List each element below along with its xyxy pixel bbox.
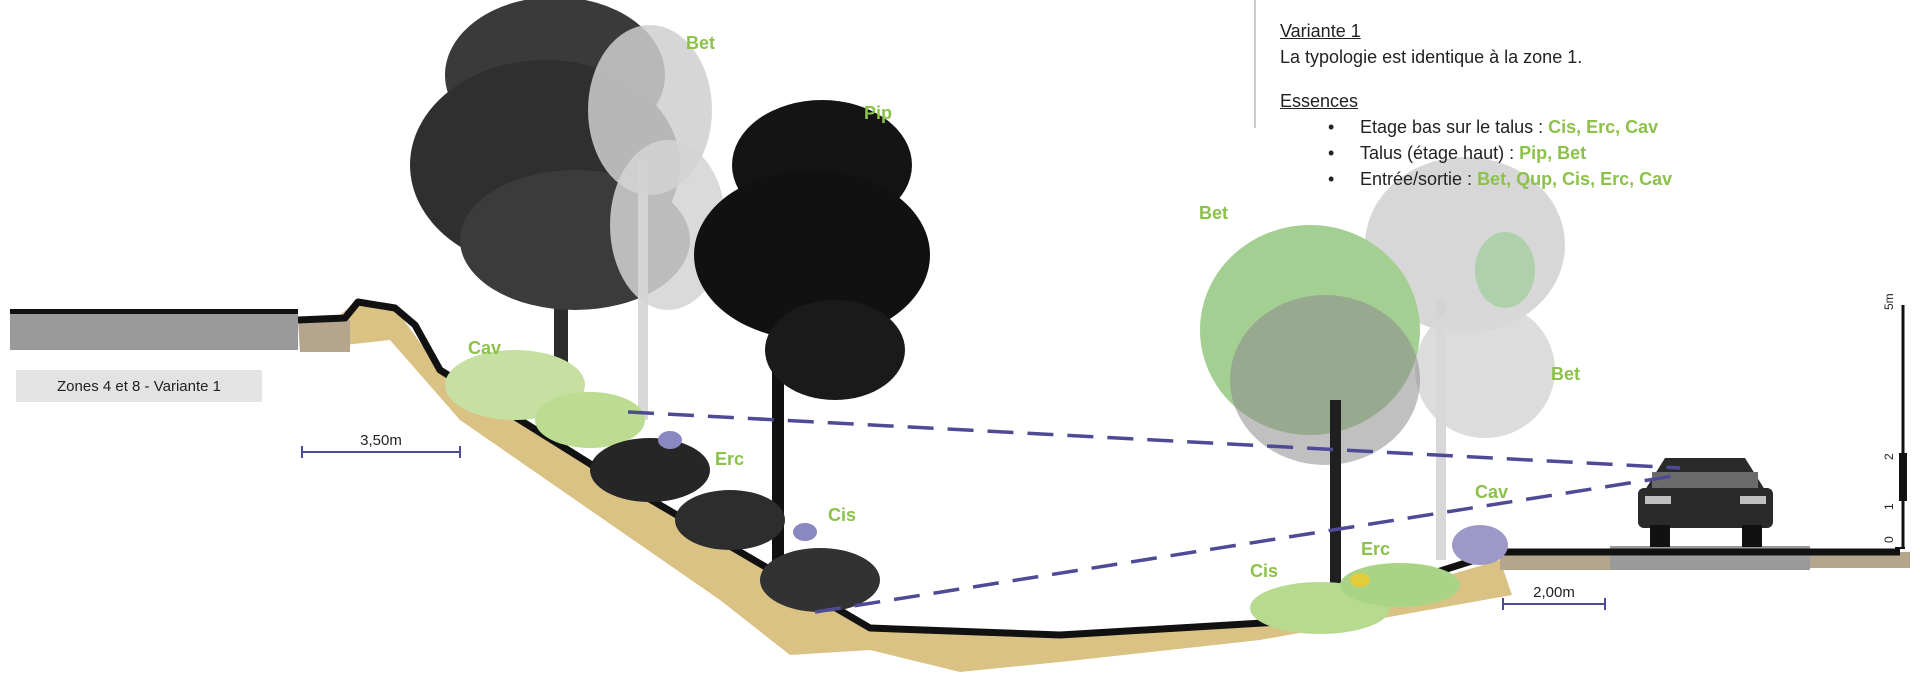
legend-item: Etage bas sur le talus : Cis, Erc, Cav [1328, 114, 1880, 140]
dimension-right-label: 2,00m [1533, 584, 1575, 601]
birch-tree-right-grey [1365, 157, 1565, 560]
car [1638, 458, 1773, 547]
shrubs-right [1250, 525, 1508, 634]
dimension-left-label: 3,50m [360, 432, 402, 449]
left-road-top [10, 309, 298, 314]
legend-item-species: Cis, Erc, Cav [1548, 117, 1659, 137]
species-label-bet-top: Bet [686, 33, 715, 53]
legend-item-species: Pip, Bet [1519, 143, 1587, 163]
species-label-bet-right1: Bet [1199, 203, 1228, 223]
legend-item-label: Entrée/sortie : [1360, 169, 1478, 189]
zone-label-box: Zones 4 et 8 - Variante 1 [16, 370, 262, 402]
pine-tree-pip [694, 100, 930, 570]
sightline-lower [814, 473, 1681, 614]
height-scale: 0 1 2 5m [1882, 293, 1907, 549]
legend-item: Talus (étage haut) : Pip, Bet [1328, 140, 1880, 166]
species-label-pip: Pip [864, 103, 892, 123]
legend: Variante 1 La typologie est identique à … [1280, 18, 1880, 192]
sightline-upper [627, 410, 1681, 470]
legend-variant-text: La typologie est identique à la zone 1. [1280, 47, 1583, 67]
height-scale-0: 0 [1882, 536, 1896, 543]
dimension-left: 3,50m [301, 432, 461, 458]
legend-item: Entrée/sortie : Bet, Qup, Cis, Erc, Cav [1328, 166, 1880, 192]
shrubs-left [445, 350, 880, 612]
species-label-cis-left: Cis [828, 505, 856, 525]
legend-essences-list: Etage bas sur le talus : Cis, Erc, Cav T… [1280, 114, 1880, 192]
legend-item-species: Bet, Qup, Cis, Erc, Cav [1477, 169, 1673, 189]
species-label-bet-right2: Bet [1551, 364, 1580, 384]
birch-tree-right [1200, 225, 1420, 610]
species-label-cav-right: Cav [1475, 482, 1508, 502]
species-label-cis-right: Cis [1250, 561, 1278, 581]
legend-item-label: Etage bas sur le talus : [1360, 117, 1549, 137]
legend-item-label: Talus (étage haut) : [1360, 143, 1520, 163]
right-sidewalk [1500, 552, 1610, 570]
legend-essences-title: Essences [1280, 91, 1359, 111]
zone-label: Zones 4 et 8 - Variante 1 [57, 377, 221, 395]
right-shoulder [1810, 552, 1910, 568]
species-label-erc-left: Erc [715, 449, 744, 469]
left-road-curb [298, 320, 350, 352]
dimension-right: 2,00m [1502, 584, 1606, 610]
species-label-erc-right: Erc [1361, 539, 1390, 559]
species-label-cav-left: Cav [468, 338, 501, 358]
height-scale-2: 2 [1882, 453, 1896, 460]
legend-variant-title: Variante 1 [1280, 21, 1361, 41]
left-road [10, 312, 298, 350]
height-scale-1: 1 [1882, 503, 1896, 510]
height-scale-5m: 5m [1882, 293, 1896, 310]
